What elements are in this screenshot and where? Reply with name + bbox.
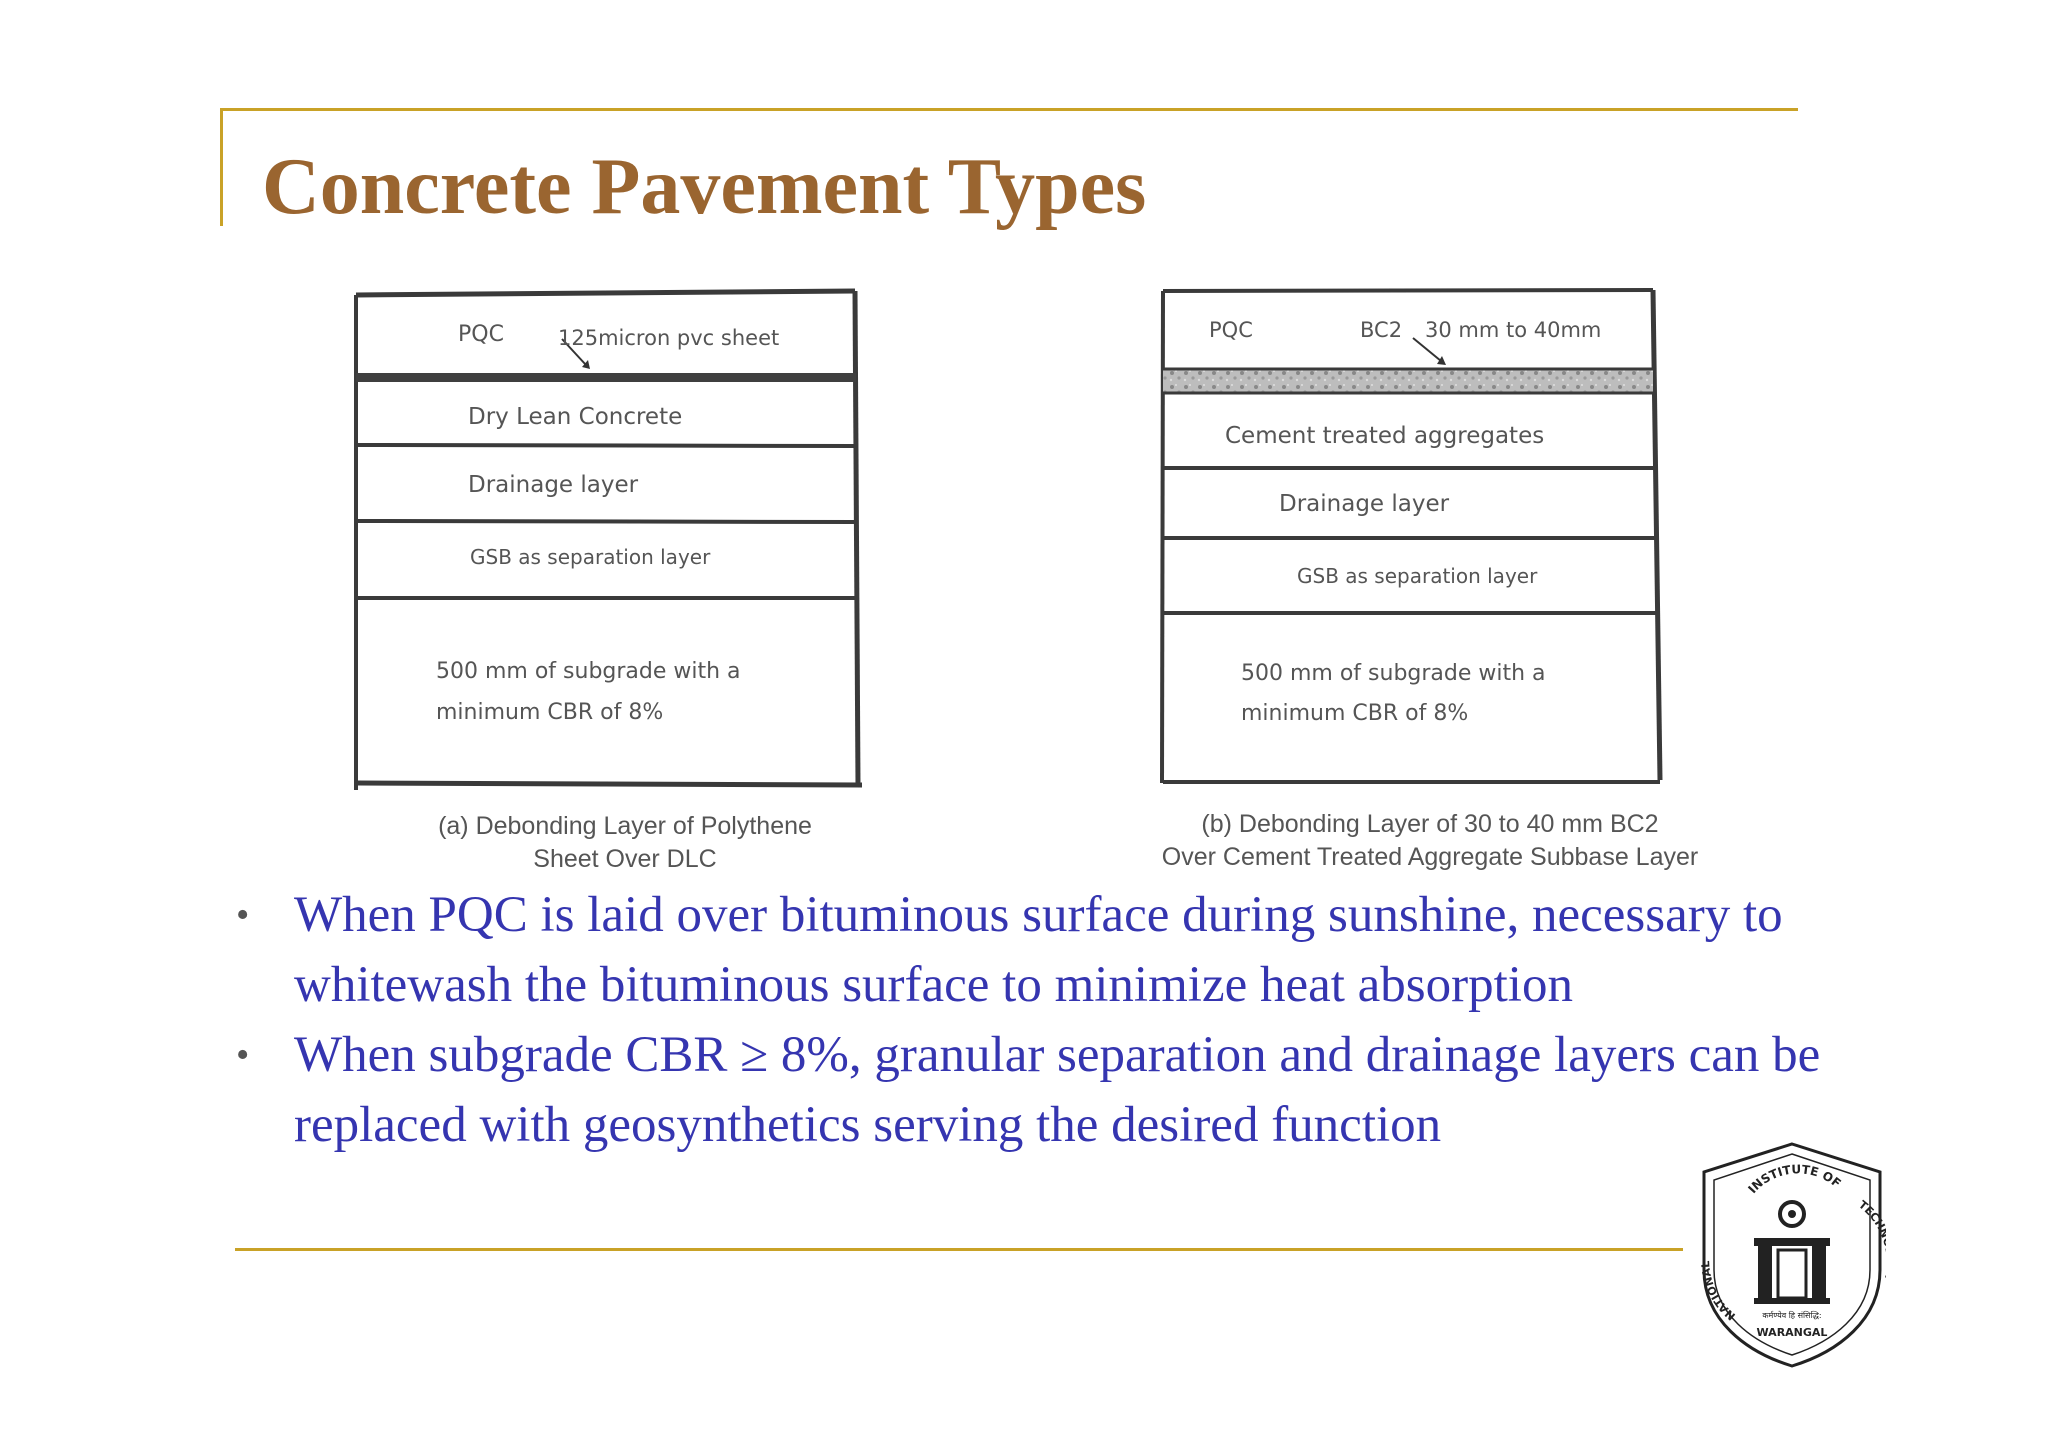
label-bc2-thickness: 30 mm to 40mm — [1425, 318, 1601, 342]
bc2-layer — [1163, 369, 1653, 393]
logo-motto: कर्मण्येव हि संसिद्धि: — [1762, 1310, 1821, 1320]
pvc-arrow — [561, 338, 587, 366]
top-rule — [220, 108, 1798, 111]
caption-b-line1: (b) Debonding Layer of 30 to 40 mm BC2 — [1201, 810, 1659, 838]
caption-a-line2: Sheet Over DLC — [533, 845, 717, 873]
slide-title: Concrete Pavement Types — [262, 143, 1147, 231]
label-drainage-layer: Drainage layer — [468, 472, 639, 498]
label-pvc-sheet: 125micron pvc sheet — [558, 326, 779, 350]
bullet-list: • When PQC is laid over bituminous surfa… — [232, 880, 1872, 1160]
label-gsb-layer: GSB as separation layer — [470, 545, 711, 569]
caption-b-line2: Over Cement Treated Aggregate Subbase La… — [1161, 843, 1699, 871]
label-cement-treated-aggregates: Cement treated aggregates — [1225, 423, 1544, 449]
label-gsb-layer: GSB as separation layer — [1297, 564, 1538, 588]
left-rule — [220, 108, 223, 226]
label-subgrade-line2: minimum CBR of 8% — [436, 700, 663, 725]
caption-a-line1: (a) Debonding Layer of Polythene — [438, 812, 812, 840]
label-bc2: BC2 — [1360, 318, 1402, 342]
pvc-sheet-layer — [356, 373, 856, 382]
diagram-a: PQC 125micron pvc sheet Dry Lean Concret… — [350, 285, 870, 795]
label-pqc: PQC — [1209, 318, 1253, 342]
svg-text:WARANGAL: WARANGAL — [1757, 1326, 1828, 1339]
bullet-dot: • — [236, 1034, 250, 1076]
bullet-dot: • — [236, 894, 250, 936]
nit-warangal-logo: INSTITUTE OF NATIONAL TECHNOLOGY कर्मण्य… — [1698, 1140, 1897, 1368]
bc2-arrow — [1412, 337, 1442, 362]
bullet-item: • When PQC is laid over bituminous surfa… — [232, 880, 1872, 1020]
label-subgrade-line1: 500 mm of subgrade with a — [436, 659, 741, 684]
caption-b: (b) Debonding Layer of 30 to 40 mm BC2 O… — [1110, 808, 1750, 874]
label-subgrade-line2: minimum CBR of 8% — [1241, 701, 1468, 726]
bottom-rule — [235, 1248, 1683, 1251]
label-drainage-layer: Drainage layer — [1279, 491, 1450, 517]
bullet-text: When PQC is laid over bituminous surface… — [294, 887, 1783, 1013]
bullet-text: When subgrade CBR ≥ 8%, granular separat… — [294, 1027, 1821, 1153]
label-pqc: PQC — [458, 322, 504, 347]
diagram-b: PQC BC2 30 mm to 40mm Cement treated agg… — [1155, 285, 1675, 795]
label-dry-lean-concrete: Dry Lean Concrete — [468, 404, 682, 430]
bullet-item: • When subgrade CBR ≥ 8%, granular separ… — [232, 1020, 1872, 1160]
caption-a: (a) Debonding Layer of Polythene Sheet O… — [380, 810, 870, 876]
label-subgrade-line1: 500 mm of subgrade with a — [1241, 661, 1546, 686]
